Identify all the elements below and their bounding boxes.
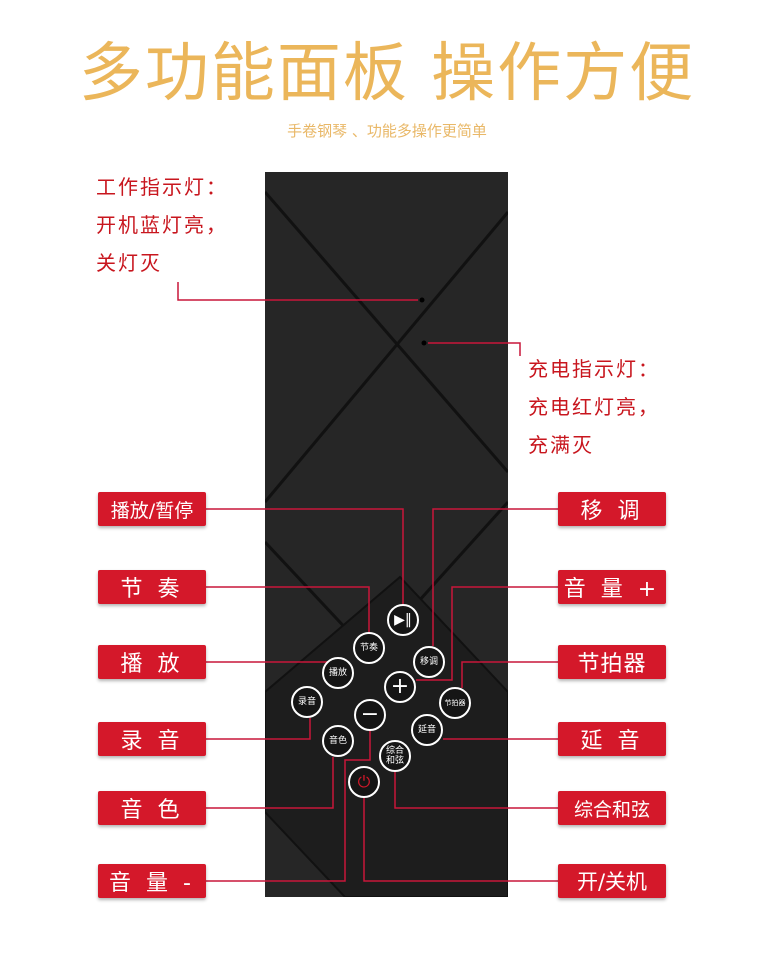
label-record: 录 音 (98, 722, 206, 756)
note-line: 充电指示灯： (528, 357, 660, 381)
label-play-pause: 播放/暂停 (98, 492, 206, 526)
work-indicator-note: 工作指示灯： 开机蓝灯亮， 关灯灭 (96, 168, 228, 282)
label-sustain: 延 音 (558, 722, 666, 756)
rhythm-button[interactable]: 节奏 (353, 632, 385, 664)
play-pause-button[interactable]: ▶‖ (387, 604, 419, 636)
control-panel (265, 172, 508, 897)
metronome-button[interactable]: 节拍器 (439, 687, 471, 719)
minus-icon: − (360, 702, 380, 727)
volume-down-button[interactable]: − (354, 699, 386, 731)
chord-button[interactable]: 综合和弦 (379, 740, 411, 772)
label-tone: 音 色 (98, 791, 206, 825)
label-volume-up: 音 量 + (558, 570, 666, 604)
sustain-button[interactable]: 延音 (411, 714, 443, 746)
charge-led (421, 340, 427, 346)
note-line: 关灯灭 (96, 251, 162, 275)
plus-icon: + (390, 674, 410, 699)
play-button[interactable]: 播放 (322, 657, 354, 689)
page-title: 多功能面板 操作方便 (78, 37, 696, 111)
tone-button[interactable]: 音色 (322, 725, 354, 757)
volume-up-button[interactable]: + (384, 671, 416, 703)
note-line: 充电红灯亮， (528, 395, 660, 419)
label-rhythm: 节 奏 (98, 570, 206, 604)
transpose-button[interactable]: 移调 (413, 646, 445, 678)
subtitle: 手卷钢琴 、功能多操作更简单 (287, 122, 487, 140)
power-icon: ⏻ (357, 772, 371, 791)
note-line: 充满灭 (528, 433, 594, 457)
panel-texture (265, 191, 508, 897)
label-metronome: 节拍器 (558, 645, 666, 679)
label-volume-down: 音 量 - (98, 864, 206, 898)
power-button[interactable]: ⏻ (348, 766, 380, 798)
label-transpose: 移 调 (558, 492, 666, 526)
label-power: 开/关机 (558, 864, 666, 898)
charge-indicator-note: 充电指示灯： 充电红灯亮， 充满灭 (528, 350, 660, 464)
label-chord: 综合和弦 (558, 791, 666, 825)
record-button[interactable]: 录音 (291, 686, 323, 718)
label-play: 播 放 (98, 645, 206, 679)
note-line: 开机蓝灯亮， (96, 213, 228, 237)
note-line: 工作指示灯： (96, 175, 228, 199)
work-led (419, 297, 425, 303)
play-pause-icon: ▶‖ (394, 612, 412, 628)
